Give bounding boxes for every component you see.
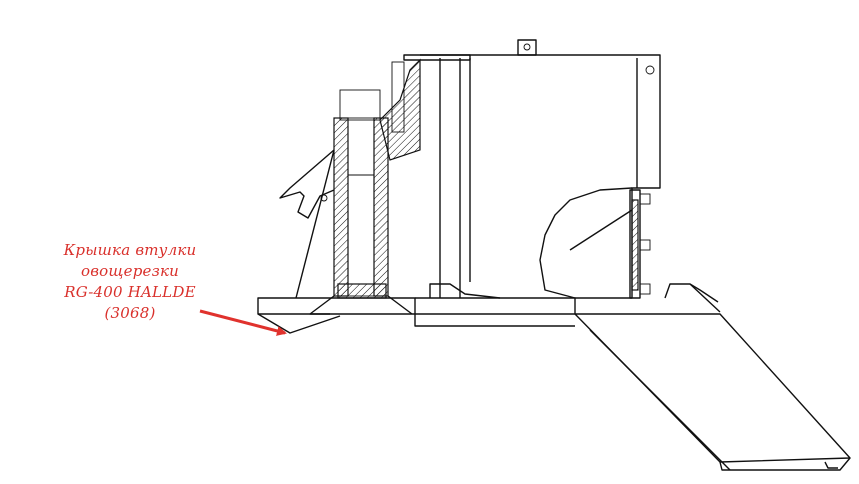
part-callout-label: Крышка втулки овощерезки RG-400 HALLDE (…	[40, 240, 220, 324]
upper-housing	[379, 54, 471, 161]
sleeve-assembly	[309, 89, 413, 315]
hinged-tray	[574, 313, 851, 471]
side-bracket	[279, 149, 335, 299]
callout-line-4: (3068)	[104, 304, 156, 322]
lower-housing-profile	[539, 187, 651, 299]
callout-line-1: Крышка втулки	[63, 241, 197, 259]
callout-line-3: RG-400 HALLDE	[64, 283, 196, 301]
motor-housing	[420, 39, 661, 299]
base-plate	[257, 297, 576, 334]
callout-arrow	[199, 309, 287, 336]
callout-line-2: овощерезки	[81, 262, 179, 280]
feet	[429, 283, 721, 313]
